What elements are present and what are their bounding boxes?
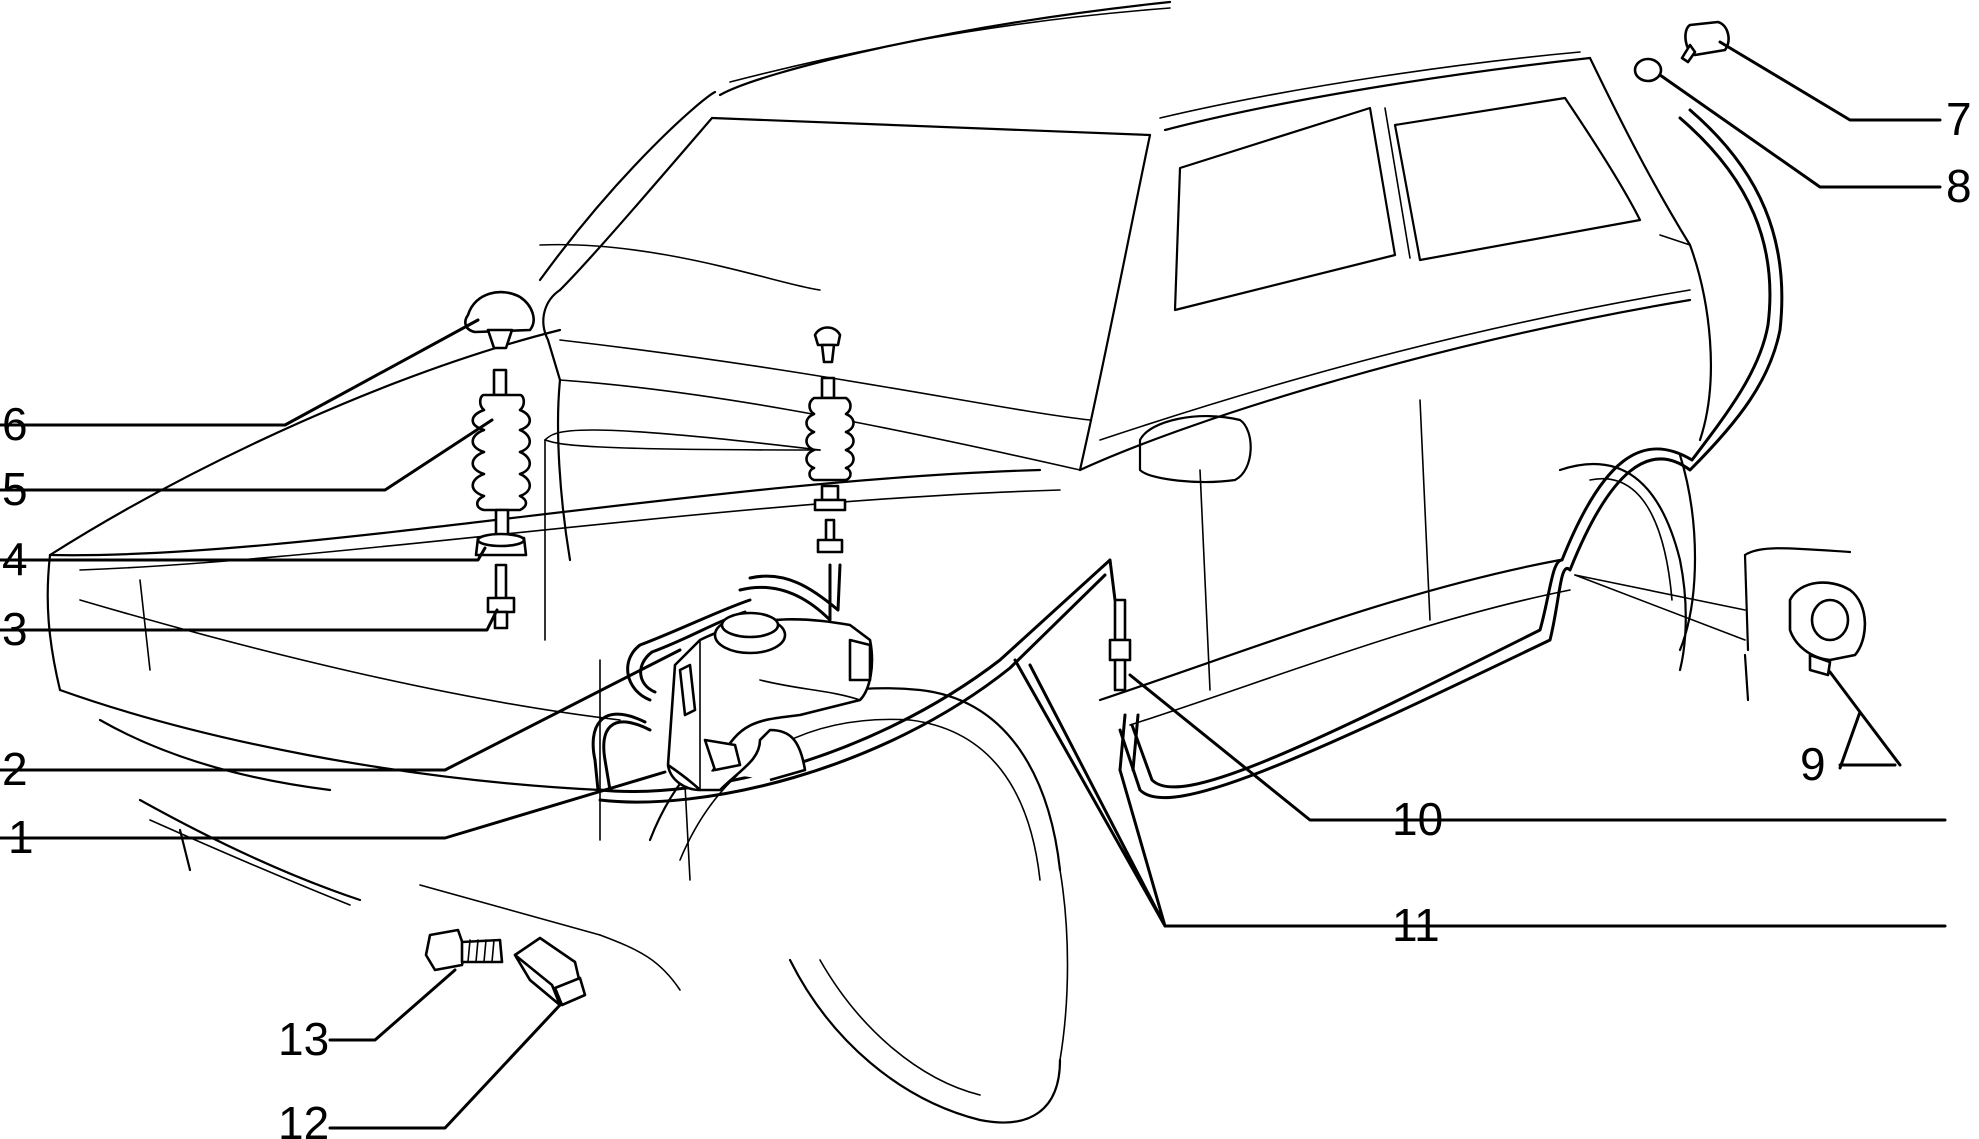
callout-3: 3 — [2, 603, 28, 655]
cap-8 — [1633, 57, 1663, 83]
rear-nozzle-parts — [1633, 20, 1730, 83]
bolt-13 — [424, 928, 504, 972]
nozzle-6 — [464, 290, 535, 334]
callout-6: 6 — [2, 398, 28, 450]
callout-4: 4 — [2, 533, 28, 585]
connector-3 — [494, 563, 508, 602]
clip-9 — [1743, 547, 1867, 702]
callout-12: 12 — [278, 1097, 329, 1139]
callout-8: 8 — [1946, 160, 1972, 212]
callout-numbers: 1 2 3 4 5 6 7 8 9 10 11 12 13 — [2, 93, 1972, 1139]
callout-9: 9 — [1800, 738, 1826, 790]
center-nozzle-stack — [805, 326, 855, 554]
callout-1: 1 — [8, 811, 34, 863]
washer-tank — [666, 611, 874, 792]
car-body-outline — [46, 0, 1712, 1124]
callout-5: 5 — [2, 463, 28, 515]
callout-13: 13 — [278, 1013, 329, 1065]
leader-lines — [0, 40, 1947, 1130]
rear-nozzle-7 — [1684, 20, 1730, 57]
left-nozzle-stack — [464, 290, 535, 630]
tank-pump — [703, 738, 742, 772]
callout-7: 7 — [1946, 93, 1972, 145]
callout-11: 11 — [1392, 899, 1440, 951]
callout-2: 2 — [2, 743, 28, 795]
connector-10 — [1108, 598, 1132, 692]
grommet-5 — [471, 393, 532, 512]
bracket-12 — [513, 936, 587, 1007]
washer-hoses — [591, 108, 1784, 804]
callout-10: 10 — [1392, 793, 1443, 845]
